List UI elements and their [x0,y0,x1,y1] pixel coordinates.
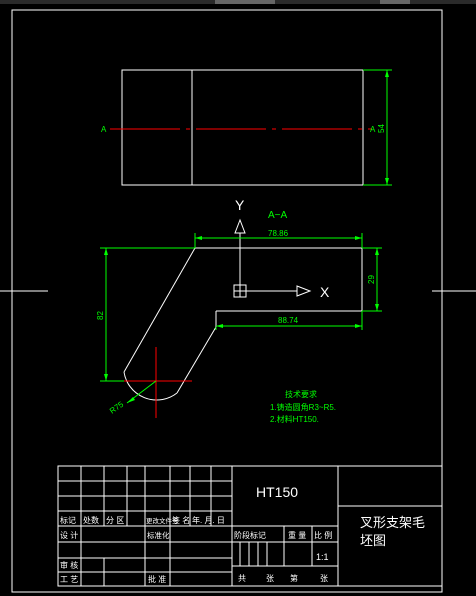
toolbar-remnant [0,0,476,4]
x-axis-label: X [320,284,330,300]
label-sheet-no: 第 [290,573,298,583]
section-label: A−A [268,210,288,221]
label-stage: 阶段标记 [234,530,266,540]
notes-line-1: 1.铸造圆角R3~R5. [270,402,336,412]
dimension-height-left: 82 [96,247,195,382]
section-mark-left: A [101,125,107,134]
header-count: 处数 [83,515,99,525]
label-review: 审 核 [60,560,78,570]
front-view-outline [123,247,363,401]
label-sheets-unit: 张 [266,574,274,583]
dimension-top-height: 54 [363,69,392,186]
frame-center-marks [0,285,476,297]
dimension-height-left-text: 82 [96,311,105,320]
header-zone: 分 区 [106,516,124,525]
title-block [57,465,443,587]
dimension-width-upper-text: 78.86 [268,229,289,238]
technical-notes: 技术要求 1.铸造圆角R3~R5. 2.材料HT150. [270,389,336,424]
label-sheet-unit: 张 [320,574,328,583]
header-sign: 签 名 [172,515,190,525]
top-view: A A [101,69,376,186]
notes-title: 技术要求 [285,389,317,399]
dimension-width-lower-text: 88.74 [278,316,299,325]
title-block-labels: 标记 处数 分 区 更改文件号 签 名 年. 月. 日 设 计 标准化 审 核 … [60,515,332,584]
dimension-width-upper: 78.86 [194,229,363,248]
label-scale: 比 例 [314,530,332,540]
header-mark: 标记 [60,515,76,525]
scale-value: 1:1 [316,552,329,562]
header-doc: 更改文件号 [146,516,179,525]
part-name-line-1: 叉形支架毛 [360,515,425,530]
x-axis: X [240,284,330,300]
section-mark-right: A [370,125,376,134]
notes-line-2: 2.材料HT150. [270,414,319,424]
dimension-width-lower: 88.74 [215,311,363,330]
dimension-height-right-text: 29 [367,275,376,284]
dimension-top-height-text: 54 [377,124,386,133]
ucs-origin-icon [233,284,247,298]
label-standard: 标准化 [147,530,170,540]
y-axis-label: Y [235,197,245,213]
label-process: 工 艺 [60,575,78,584]
header-date: 年. 月. 日 [192,515,225,525]
label-design: 设 计 [60,530,78,540]
label-total-sheets: 共 [238,574,246,583]
y-axis: Y [234,197,246,291]
dimension-height-right: 29 [362,247,382,312]
label-weight: 重 量 [288,530,306,540]
label-approve: 批 准 [148,574,166,584]
arc-center-lines [120,347,192,418]
material-text: HT150 [256,484,298,500]
dimension-radius-text: R75 [108,400,126,416]
part-name-line-2: 坯图 [360,533,386,548]
dimension-radius: R75 [108,380,157,416]
